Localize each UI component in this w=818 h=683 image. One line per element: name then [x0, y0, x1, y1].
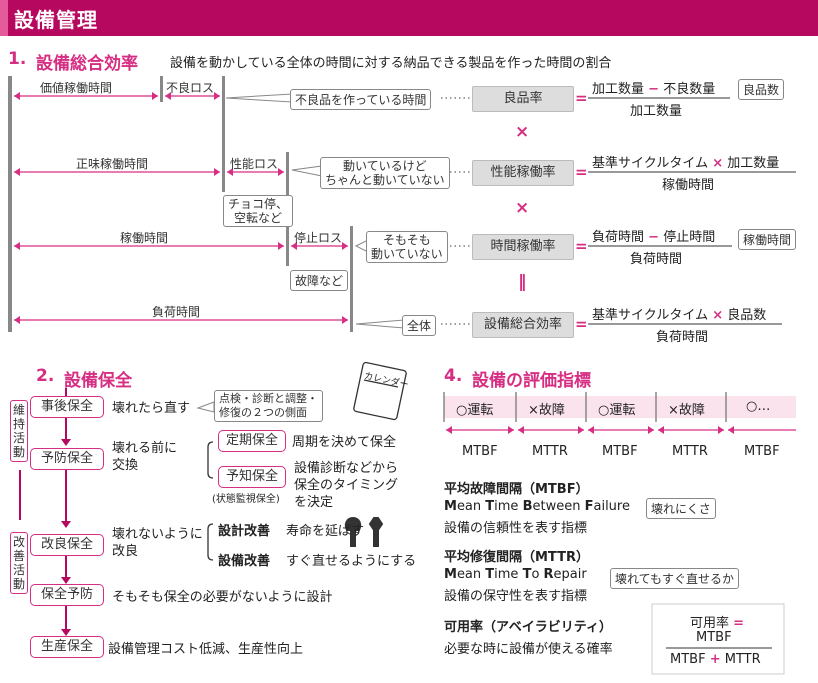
step-corrective: 改良保全	[30, 534, 104, 556]
sub-cbm-paren: (状態監視保全)	[212, 494, 280, 505]
note-performance: 動いているけど ちゃんと動いていない	[320, 157, 450, 189]
yield-den: 加工数量	[630, 104, 683, 119]
avail-desc: 必要な時に設備が使える確率	[444, 642, 613, 657]
mttr-en: Mean Time To Repair	[444, 567, 587, 582]
section1-heading: 設備総合効率	[36, 54, 138, 74]
wrench-icon	[344, 516, 384, 547]
label-defect-loss: 不良ロス	[166, 81, 215, 95]
step-breakdown: 事後保全	[30, 396, 104, 418]
note-whole: 全体	[402, 315, 437, 336]
step-prevention: 保全予防	[30, 584, 104, 606]
tlb-2: MTTR	[532, 444, 568, 459]
note-stop: そもそも 動いていない	[366, 231, 448, 263]
label-net-time: 正味稼働時間	[76, 157, 149, 171]
avail-head: 可用率（アベイラビリティ）	[444, 620, 612, 635]
mtbf-desc: 設備の信頼性を表す指標	[444, 521, 588, 536]
avail-tag: 稼働時間	[738, 229, 797, 250]
step-breakdown-desc: 壊れたら直す	[112, 401, 191, 416]
tlb-4: MTTR	[672, 444, 708, 459]
sub-tbm: 定期保全	[218, 430, 286, 452]
oee-den: 負荷時間	[656, 330, 709, 345]
avail-formula-label: 可用率 =	[690, 616, 745, 631]
note-perf-example: チョコ停、 空転など	[223, 195, 294, 227]
label-load-time: 負荷時間	[152, 305, 201, 319]
sub-cbm-desc: 設備診断などから 保全のタイミング を決定	[294, 461, 399, 510]
mttr-head: 平均修復間隔（MTTR）	[444, 550, 589, 565]
section4-heading: 設備の評価指標	[472, 371, 591, 391]
times-op-1: ×	[515, 122, 530, 142]
group-improve-label: 改善活動	[10, 532, 28, 594]
step-corrective-desc: 壊れないように 改良	[112, 527, 203, 559]
section1-number: 1.	[8, 49, 27, 69]
step-preventive-desc: 壊れる前に 交換	[112, 441, 178, 473]
eq-1: =	[575, 89, 588, 107]
sub-design2: 設備改善	[218, 554, 271, 569]
yield-tag: 良品数	[738, 79, 785, 100]
tlb-1: MTBF	[462, 444, 498, 459]
avail-formula-den: MTBF + MTTR	[670, 652, 761, 667]
rate-availability: 時間稼働率	[472, 234, 574, 260]
eq-3: =	[575, 237, 588, 255]
mttr-desc: 設備の保守性を表す指標	[444, 589, 588, 604]
section1-subtitle: 設備を動かしている全体の時間に対する納品できる製品を作った時間の割合	[170, 56, 612, 71]
rate-performance: 性能稼働率	[472, 160, 574, 186]
eq-4: =	[575, 315, 588, 333]
label-oper-time: 稼働時間	[120, 231, 169, 245]
sub-design2-desc: すぐ直せるようにする	[286, 554, 417, 569]
tlb-3: MTBF	[602, 444, 638, 459]
times-op-2: ×	[515, 198, 530, 218]
group-maintain-label: 維持活動	[10, 400, 28, 462]
section2-heading: 設備保全	[64, 371, 132, 391]
mttr-tag: 壊れてもすぐ直せるか	[610, 568, 740, 589]
sub-cbm: 予知保全	[218, 466, 286, 488]
mtbf-head: 平均故障間隔（MTBF）	[444, 482, 589, 497]
avail-num: 負荷時間 − 停止時間	[592, 230, 716, 245]
sub-design1: 設計改善	[218, 524, 271, 539]
label-perf-loss: 性能ロス	[230, 157, 279, 171]
result-op: ‖	[518, 272, 527, 292]
mtbf-tag: 壊れにくさ	[646, 498, 716, 519]
rate-yield: 良品率	[472, 86, 574, 112]
note-defect: 不良品を作っている時間	[290, 89, 432, 110]
perf-num: 基準サイクルタイム × 加工数量	[592, 156, 780, 171]
tl-4: ×故障	[668, 403, 705, 418]
step-productive: 生産保全	[30, 636, 104, 658]
note-stop-example: 故障など	[290, 270, 349, 291]
rate-oee: 設備総合効率	[472, 312, 574, 338]
eq-2: =	[575, 163, 588, 181]
section2-number: 2.	[36, 366, 55, 386]
sub-design1-desc: 寿命を延ばす	[286, 524, 365, 539]
page-title: 設備管理	[14, 8, 98, 32]
title-bar	[0, 0, 818, 36]
label-value-time: 価値稼働時間	[40, 81, 113, 95]
tl-5: ○…	[746, 399, 771, 414]
step-productive-desc: 設備管理コスト低減、生産性向上	[108, 642, 304, 657]
avail-formula-num: MTBF	[696, 630, 732, 645]
step-prevention-desc: そもそも保全の必要がないように設計	[112, 590, 333, 605]
oee-num: 基準サイクルタイム × 良品数	[592, 308, 767, 323]
tl-1: ○運転	[456, 403, 494, 418]
perf-den: 稼働時間	[662, 178, 715, 193]
section4-number: 4.	[444, 366, 463, 386]
step-preventive: 予防保全	[30, 448, 104, 470]
calendar-icon	[353, 361, 407, 421]
sub-tbm-desc: 周期を決めて保全	[292, 435, 397, 450]
tlb-5: MTBF	[744, 444, 780, 459]
mtbf-en: Mean Time Between Failure	[444, 499, 630, 514]
tl-2: ×故障	[528, 403, 565, 418]
avail-den: 負荷時間	[630, 252, 683, 267]
aspects-note: 点検・診断と調整・ 修復の２つの側面	[214, 390, 323, 422]
label-stop-loss: 停止ロス	[294, 231, 343, 245]
tl-3: ○運転	[598, 403, 636, 418]
yield-num: 加工数量 − 不良数量	[592, 82, 716, 97]
